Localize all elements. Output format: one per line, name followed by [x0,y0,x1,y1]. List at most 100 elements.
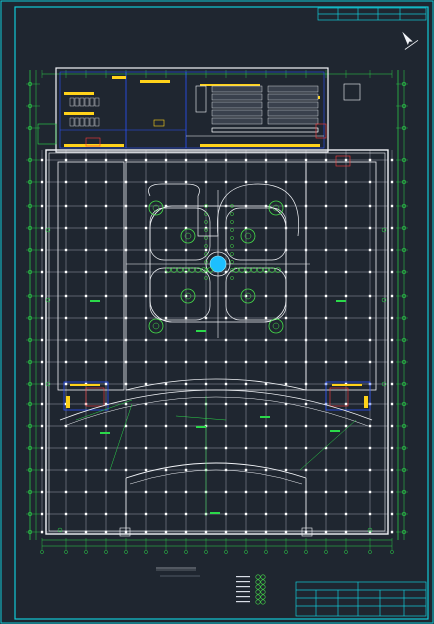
column [264,382,268,386]
column [84,204,88,208]
toilet-stall [94,97,100,107]
column [224,360,228,364]
column [84,468,88,472]
axis-bubble [368,550,372,554]
column [324,424,328,428]
column [164,248,168,252]
column [324,490,328,494]
column [104,316,108,320]
room-tag [196,330,206,332]
column [184,294,188,298]
column [244,402,248,406]
column [264,530,268,534]
hedge [201,267,207,273]
column [368,294,372,298]
entrance-pier [301,527,313,537]
column [304,468,308,472]
column [184,468,188,472]
column [64,468,68,472]
column [64,360,68,364]
column [164,402,168,406]
title-block-bottom [295,581,427,617]
column [64,226,68,230]
column [244,424,248,428]
outer-wall-inner [48,152,386,532]
column [264,158,268,162]
tree-core [272,322,280,330]
column [324,512,328,516]
column [390,382,394,386]
column [284,446,288,450]
column [204,226,208,230]
column [144,360,148,364]
column [324,530,328,534]
column [84,338,88,342]
column [164,490,168,494]
column [344,468,348,472]
column [244,248,248,252]
column [244,512,248,516]
column [390,446,394,450]
column [124,468,128,472]
column [224,158,228,162]
column [284,424,288,428]
columns [40,158,394,534]
legend-text-bar [236,591,250,593]
column [244,468,248,472]
marker [367,527,373,533]
column [84,424,88,428]
wall-hatch [66,396,70,408]
stair-core-west [63,381,109,411]
entrance-arc [129,469,303,485]
room-tag [336,300,346,302]
column [40,294,44,298]
column [40,446,44,450]
column [324,158,328,162]
column [204,382,208,386]
stair-icon [329,387,349,407]
column [84,530,88,534]
axis-bubble [104,550,108,554]
column [244,226,248,230]
column [390,204,394,208]
column [184,530,188,534]
column [64,424,68,428]
column [40,468,44,472]
hedge [230,236,234,240]
seat-row [267,101,319,109]
legend-text-bar [236,576,250,578]
column [84,158,88,162]
seat-row [267,117,319,125]
column [224,180,228,184]
column [390,158,394,162]
hedge [230,228,234,232]
column [284,490,288,494]
column [84,294,88,298]
south-lobby [45,227,387,537]
column [368,424,372,428]
column [204,248,208,252]
column [40,316,44,320]
east-hall [305,161,377,391]
garden-bed [225,207,287,261]
column [40,226,44,230]
column [164,338,168,342]
seat-row [211,117,263,125]
column [344,294,348,298]
column [244,360,248,364]
column [264,294,268,298]
column [284,530,288,534]
column [204,530,208,534]
toilet-stall [79,117,85,127]
hedge [257,267,263,273]
column [144,490,148,494]
toilet-stall [89,117,95,127]
axis-bubble [164,550,168,554]
column [264,338,268,342]
column [368,490,372,494]
column [368,468,372,472]
seat-row [267,85,319,93]
north-block-outline [55,67,329,153]
column [40,270,44,274]
column [344,360,348,364]
